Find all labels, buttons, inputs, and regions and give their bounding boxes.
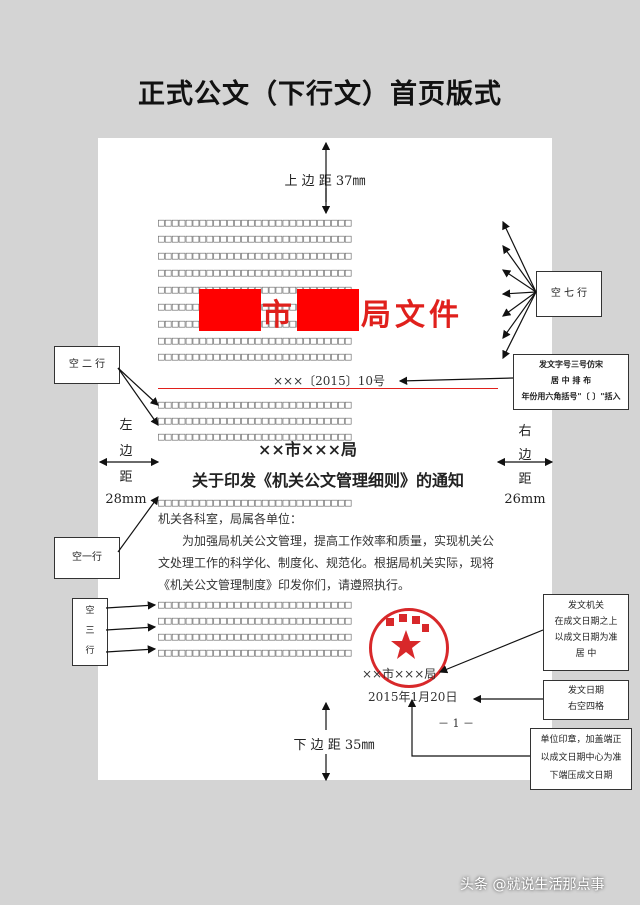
- header-city: 市: [262, 298, 296, 333]
- note-doc-number: 发文字号三号仿宋 居 中 排 布 年份用六角括号"〔 〕"括入: [513, 354, 629, 410]
- note-date-line-1: 发文日期: [567, 686, 604, 696]
- note-seal-line-2: 以成文日期中心为准: [540, 753, 622, 763]
- empty-line-row: □□□□□□□□□□□□□□□□□□□□□□□□□□□□: [158, 614, 352, 627]
- note-two-lines: 空 二 行: [54, 346, 120, 384]
- doc-number: ×××〔2015〕10号: [273, 374, 385, 388]
- note-one-line: 空一行: [54, 537, 120, 579]
- note-doc-number-line-1: 发文字号三号仿宋: [539, 360, 603, 369]
- note-three-lines: 空 三 行: [72, 598, 108, 666]
- note-issuing-org-line-1: 发文机关: [567, 601, 604, 611]
- body-line-3: 《机关公文管理制度》印发你们，请遵照执行。: [158, 578, 411, 592]
- left-margin-char-3: 距: [119, 470, 133, 485]
- redacted-block-1: [199, 289, 261, 331]
- right-margin-char-3: 距: [518, 472, 532, 487]
- recipient-line: 机关各科室，局属各单位：: [158, 512, 303, 526]
- note-issuing-org-line-4: 居 中: [575, 649, 597, 659]
- official-seal: [369, 608, 449, 688]
- note-seal-line-3: 下端压成文日期: [549, 771, 613, 781]
- watermark: 头条 @就说生活那点事: [460, 877, 605, 893]
- empty-line-row: □□□□□□□□□□□□□□□□□□□□□□□□□□□□: [158, 249, 352, 262]
- empty-line-row: □□□□□□□□□□□□□□□□□□□□□□□□□□□□: [158, 496, 352, 509]
- note-issuing-org: 发文机关 在成文日期之上 以成文日期为准 居 中: [543, 594, 629, 671]
- empty-line-row: □□□□□□□□□□□□□□□□□□□□□□□□□□□□: [158, 646, 352, 659]
- note-doc-number-line-3: 年份用六角括号"〔 〕"括入: [521, 392, 621, 401]
- empty-line-row: □□□□□□□□□□□□□□□□□□□□□□□□□□□□: [158, 216, 352, 229]
- empty-line-row: □□□□□□□□□□□□□□□□□□□□□□□□□□□□: [158, 350, 352, 363]
- left-margin-value: 28mm: [105, 492, 147, 507]
- signature-org: ××市×××局: [362, 667, 437, 681]
- right-margin-char-2: 边: [518, 448, 532, 463]
- note-date: 发文日期 右空四格: [543, 680, 629, 720]
- bottom-margin-label: 下 边 距 35㎜: [293, 738, 375, 753]
- empty-line-row: □□□□□□□□□□□□□□□□□□□□□□□□□□□□: [158, 414, 352, 427]
- empty-line-row: □□□□□□□□□□□□□□□□□□□□□□□□□□□□: [158, 334, 352, 347]
- right-margin-value: 26mm: [504, 492, 546, 507]
- body-line-1: 为加强局机关公文管理，提高工作效率和质量，实现机关公: [182, 534, 495, 548]
- note-doc-number-line-2: 居 中 排 布: [550, 376, 592, 385]
- empty-line-row: □□□□□□□□□□□□□□□□□□□□□□□□□□□□: [158, 266, 352, 279]
- note-seal-line-1: 单位印章，加盖端正: [540, 735, 622, 745]
- note-seal: 单位印章，加盖端正 以成文日期中心为准 下端压成文日期: [530, 728, 632, 790]
- left-margin-char-1: 左: [119, 418, 133, 433]
- redacted-block-2: [297, 289, 359, 331]
- note-date-line-2: 右空四格: [567, 702, 604, 712]
- note-seven-lines: 空 七 行: [536, 271, 602, 317]
- empty-line-row: □□□□□□□□□□□□□□□□□□□□□□□□□□□□: [158, 598, 352, 611]
- header-title: 局文件: [361, 298, 463, 333]
- note-issuing-org-line-3: 以成文日期为准: [554, 633, 618, 643]
- page-title: 正式公文（下行文）首页版式: [138, 79, 502, 110]
- empty-line-row: □□□□□□□□□□□□□□□□□□□□□□□□□□□□: [158, 630, 352, 643]
- issuer-heading: ××市×××局: [258, 440, 358, 459]
- empty-line-row: □□□□□□□□□□□□□□□□□□□□□□□□□□□□: [158, 430, 352, 443]
- document-page: [98, 138, 552, 780]
- right-margin-char-1: 右: [518, 424, 532, 439]
- empty-line-row: □□□□□□□□□□□□□□□□□□□□□□□□□□□□: [158, 398, 352, 411]
- issue-date: 2015年1月20日: [368, 690, 458, 704]
- top-margin-label: 上 边 距 37㎜: [284, 174, 366, 189]
- empty-line-row: □□□□□□□□□□□□□□□□□□□□□□□□□□□□: [158, 232, 352, 245]
- subject-heading: 关于印发《机关公文管理细则》的通知: [191, 471, 464, 490]
- body-line-2: 文处理工作的科学化、制度化、规范化。根据局机关实际，现将: [158, 556, 495, 570]
- note-issuing-org-line-2: 在成文日期之上: [554, 617, 618, 627]
- page-number: － 1 －: [438, 717, 474, 730]
- red-divider: [158, 388, 498, 389]
- left-margin-char-2: 边: [119, 444, 133, 459]
